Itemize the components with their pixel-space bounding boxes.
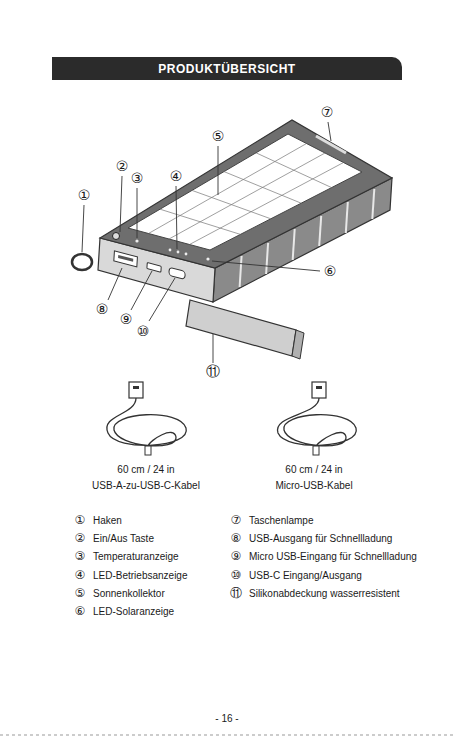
part-name: Silikonabdeckung wasserresistent	[249, 588, 400, 599]
status-led	[185, 253, 188, 256]
page-number: - 16 -	[215, 713, 238, 724]
rib	[372, 189, 374, 219]
leader-line	[213, 334, 214, 363]
plug-detail	[316, 386, 322, 389]
page-title: PRODUKTÜBERSICHT	[158, 62, 295, 76]
grid-line	[256, 153, 332, 188]
callout-number: ⑥	[324, 263, 337, 279]
list-number: ④	[75, 568, 86, 582]
callout-number: ②	[116, 158, 129, 174]
solar-grid	[149, 144, 344, 245]
part-name: Ein/Aus Taste	[93, 533, 154, 544]
list-number: ⑥	[75, 604, 86, 618]
title-banner: PRODUKTÜBERSICHT	[52, 57, 402, 80]
part-name: LED-Betriebsanzeige	[93, 570, 188, 581]
grid-line	[192, 190, 271, 218]
rib	[266, 243, 268, 274]
leader-line	[149, 278, 175, 321]
callout-number: ①	[78, 187, 91, 203]
part-name: LED-Solaranzeige	[93, 606, 174, 617]
usb-a-port	[114, 251, 138, 267]
list-number: ⑦	[231, 513, 242, 527]
grid-line	[149, 144, 307, 234]
callout-number: ⑦	[321, 104, 334, 120]
micro-usb-cable	[277, 382, 356, 455]
cable-name: Micro-USB-Kabel	[275, 480, 352, 491]
part-name: Micro USB-Eingang für Schnellladung	[249, 551, 417, 562]
list-number: ⑩	[231, 568, 242, 582]
status-led	[177, 251, 180, 254]
grid-line	[160, 209, 240, 234]
list-number: ⑤	[75, 586, 86, 600]
rib	[293, 229, 295, 260]
rib	[240, 256, 242, 287]
solar-panel	[128, 134, 362, 250]
leader-line	[218, 146, 219, 195]
callout-number: ⑤	[212, 128, 225, 144]
leader-line	[176, 186, 177, 249]
leader-line	[137, 188, 138, 238]
plug-detail	[133, 386, 139, 389]
solar-led	[206, 257, 209, 260]
top-face	[100, 120, 392, 268]
cable	[277, 398, 356, 446]
cover-tab	[292, 330, 304, 359]
leader-line	[212, 261, 320, 271]
part-name: Temperaturanzeige	[93, 551, 179, 562]
micro-usb-port	[147, 263, 161, 273]
cable-length: 60 cm / 24 in	[285, 464, 342, 475]
rib	[346, 202, 348, 233]
status-led	[169, 249, 172, 252]
hook	[72, 254, 92, 270]
cable	[107, 398, 186, 446]
silicone-cover	[186, 300, 296, 356]
part-name: Taschenlampe	[249, 515, 313, 526]
callout-number: ④	[170, 168, 183, 184]
list-number: ⑨	[231, 549, 242, 563]
usb-a-tongue	[118, 255, 133, 262]
cut-line	[0, 735, 454, 736]
callout-number: ⑩	[137, 323, 150, 339]
usb-a-plug	[129, 382, 143, 398]
callout-number: ⑧	[96, 301, 109, 317]
usb-a-to-usb-c-cable	[107, 382, 186, 455]
list-number: ⑧	[231, 531, 242, 545]
part-name: USB-Ausgang für Schnellladung	[249, 533, 392, 544]
part-name: USB-C Eingang/Ausgang	[249, 570, 362, 581]
power-button	[113, 233, 120, 240]
cable-length: 60 cm / 24 in	[117, 464, 174, 475]
leader-line	[82, 205, 84, 252]
cable-name: USB-A-zu-USB-C-Kabel	[92, 480, 200, 491]
callout-number: ⑨	[120, 311, 133, 327]
callout-number: ⑪	[206, 363, 220, 381]
temperature-led	[135, 239, 138, 242]
usb-c-port	[169, 267, 186, 279]
part-name: Haken	[93, 515, 122, 526]
rib	[319, 216, 321, 246]
leader-line	[120, 176, 122, 232]
leader-lines	[82, 122, 331, 363]
leader-line	[131, 271, 152, 310]
grid-line	[224, 172, 301, 204]
part-name: Sonnenkollektor	[93, 588, 165, 599]
list-number: ⑪	[230, 585, 242, 602]
grid-line	[190, 163, 344, 245]
list-number: ②	[75, 531, 86, 545]
grid-line	[169, 153, 325, 239]
list-number: ①	[75, 513, 86, 527]
list-number: ③	[75, 549, 86, 563]
leader-line	[328, 122, 331, 141]
usb-a-plug	[312, 382, 326, 398]
callout-number: ③	[131, 170, 144, 186]
micro-usb-plug	[313, 446, 319, 455]
leader-line	[108, 268, 122, 300]
usb-c-plug	[145, 446, 151, 455]
